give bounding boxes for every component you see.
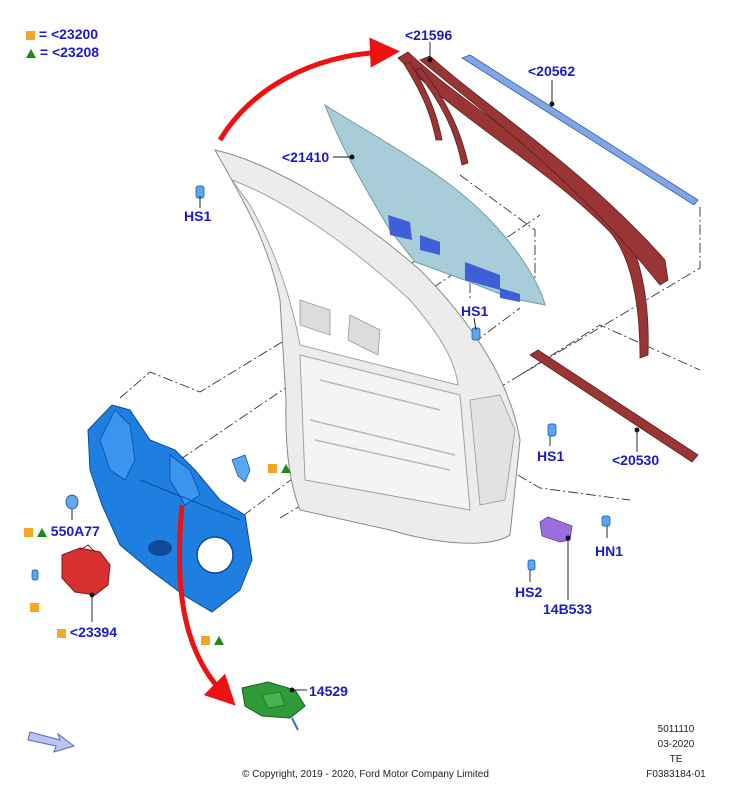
callout-belt-moulding: <20562 — [528, 63, 576, 79]
window-motor — [61, 544, 111, 596]
legend-code: <23200 — [50, 26, 99, 42]
ref-number: 5011110 — [657, 724, 695, 735]
orange-square-icon — [30, 603, 39, 612]
code: TE — [669, 754, 683, 765]
orange-square-icon — [57, 628, 66, 638]
symbol-pair — [201, 632, 225, 650]
fasteners — [31, 185, 611, 581]
callout-screw-right: HS1 — [537, 448, 565, 464]
orange-square-icon — [201, 636, 210, 646]
regulator-clip — [65, 494, 79, 510]
red-arrows — [176, 37, 400, 706]
callout-screw-top: HS1 — [184, 208, 212, 224]
green-triangle-icon — [26, 48, 36, 58]
callout-glass: <21410 — [282, 149, 330, 165]
figure-id: F0383184-01 — [646, 769, 706, 780]
date: 03-2020 — [657, 739, 695, 750]
green-triangle-icon — [36, 527, 47, 537]
door-glass — [324, 103, 546, 306]
copyright: © Copyright, 2019 - 2020, Ford Motor Com… — [242, 769, 489, 780]
belt-moulding — [461, 54, 699, 206]
orange-square-icon — [268, 464, 277, 474]
leader-lines — [71, 42, 640, 693]
legend-equals: = — [38, 26, 48, 42]
callout-bracket: 14B533 — [543, 601, 593, 617]
direction-arrow — [27, 731, 76, 753]
orange-square-icon — [26, 30, 35, 40]
green-triangle-icon — [281, 464, 292, 474]
callout-motor: <23394 — [57, 624, 117, 640]
legend-equals: = — [39, 44, 49, 60]
callout-lower-weatherstrip: <20530 — [612, 452, 660, 468]
orange-square-icon — [24, 527, 33, 537]
callout-regulator-part-text: 550A77 — [50, 523, 100, 539]
callout-screw-small: HS2 — [515, 584, 543, 600]
window-regulator — [87, 404, 253, 613]
callout-glass-run: <21596 — [405, 27, 453, 43]
legend-code: <23208 — [51, 44, 100, 60]
door-module — [241, 681, 306, 731]
callout-regulator-part: 550A77 — [24, 523, 100, 539]
bracket-part — [539, 516, 573, 543]
legend-row-orange: = <23200 — [26, 26, 98, 42]
lower-weatherstrip — [529, 349, 699, 463]
callout-screw-mid: HS1 — [461, 303, 489, 319]
symbol-pair — [268, 460, 292, 478]
callout-module: 14529 — [309, 683, 348, 699]
door-inner-panel — [214, 149, 521, 544]
green-triangle-icon — [214, 636, 225, 646]
glass-run-channel — [397, 51, 669, 359]
callout-motor-text: <23394 — [69, 624, 117, 640]
callout-nut: HN1 — [595, 543, 624, 559]
legend-row-green: = <23208 — [26, 44, 99, 60]
